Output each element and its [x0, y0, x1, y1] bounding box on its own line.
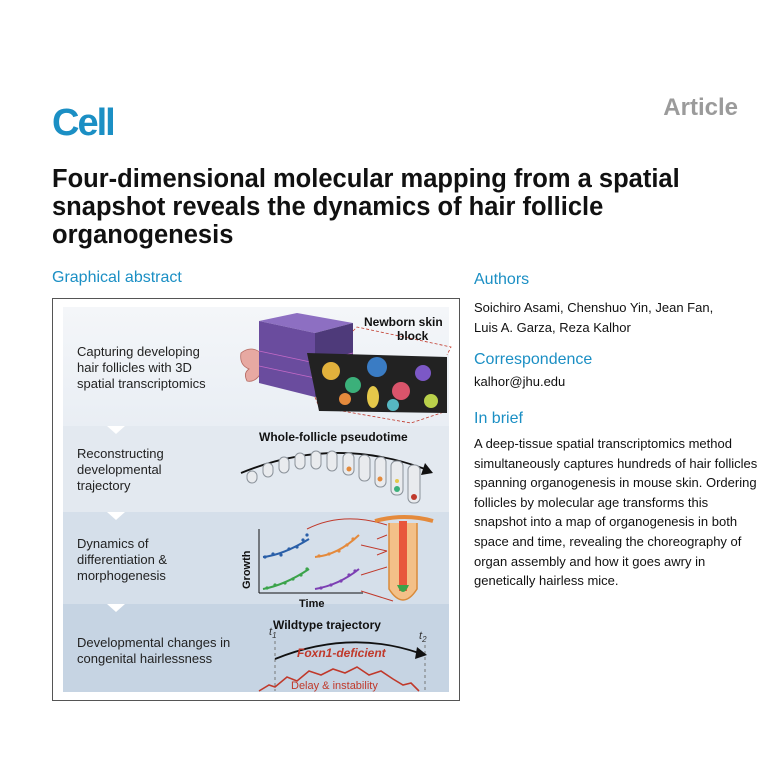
wildtype-arrowhead: [415, 647, 427, 659]
t1-label: t1: [269, 626, 277, 640]
follicle-markers: [346, 466, 417, 500]
journal-logo: Cell: [52, 102, 116, 144]
in-brief-text: A deep-tissue spatial transcriptomics me…: [474, 436, 758, 589]
pseudotime-arrowhead: [421, 463, 433, 475]
scatter-plot-orange: [314, 534, 360, 558]
scatter-plot-purple: [314, 568, 360, 590]
graphical-abstract-heading: Graphical abstract: [52, 269, 182, 286]
time-axis-label: Time: [299, 598, 324, 610]
skin-block-label-1: Newborn skin: [364, 315, 443, 329]
scatter-plot-blue: [262, 533, 310, 559]
step-capture-text: Capturing developing hair follicles with…: [77, 344, 206, 391]
wildtype-label: Wildtype trajectory: [273, 618, 381, 632]
step-arrow-3: [107, 604, 125, 612]
pseudotime-label: Whole-follicle pseudotime: [259, 430, 408, 444]
follicle-series: [246, 450, 421, 504]
growth-axis-label: Growth: [241, 550, 253, 589]
connector-arrows: [306, 518, 394, 602]
foxn1-label: Foxn1-deficient: [297, 646, 387, 660]
authors-heading: Authors: [474, 271, 530, 288]
graphical-abstract-illustration: Newborn skin block Whole-follicle pseudo…: [240, 313, 452, 692]
skin-block-icon: [258, 313, 452, 424]
step-arrow-2: [107, 512, 125, 520]
delay-label: Delay & instability: [291, 680, 378, 692]
hair-follicle-icon: [374, 515, 434, 601]
t2-label: t2: [419, 630, 427, 644]
wildtype-arrow: [274, 641, 420, 660]
skin-block-label-2: block: [397, 329, 429, 343]
authors-list: Soichiro Asami, Chenshuo Yin, Jean Fan, …: [474, 300, 714, 335]
step-band-dynamics: [63, 512, 449, 604]
step-dynamics-text: Dynamics of differentiation & morphogene…: [77, 536, 168, 583]
in-brief-heading: In brief: [474, 410, 523, 427]
graphical-abstract-figure: Capturing developing hair follicles with…: [52, 298, 460, 701]
step-band-hairlessness: [63, 604, 449, 692]
step-hairlessness-text: Developmental changes in congenital hair…: [77, 635, 231, 666]
correspondence-email[interactable]: kalhor@jhu.edu: [474, 374, 566, 389]
step-arrow-1: [107, 426, 125, 434]
paper-title: Four-dimensional molecular mapping from …: [52, 165, 680, 249]
article-type-label: Article: [663, 94, 738, 121]
mutant-trajectory: [258, 666, 420, 692]
step-trajectory-text: Reconstructing developmental trajectory: [77, 446, 164, 493]
correspondence-heading: Correspondence: [474, 351, 593, 368]
scatter-plot-green: [262, 567, 310, 590]
